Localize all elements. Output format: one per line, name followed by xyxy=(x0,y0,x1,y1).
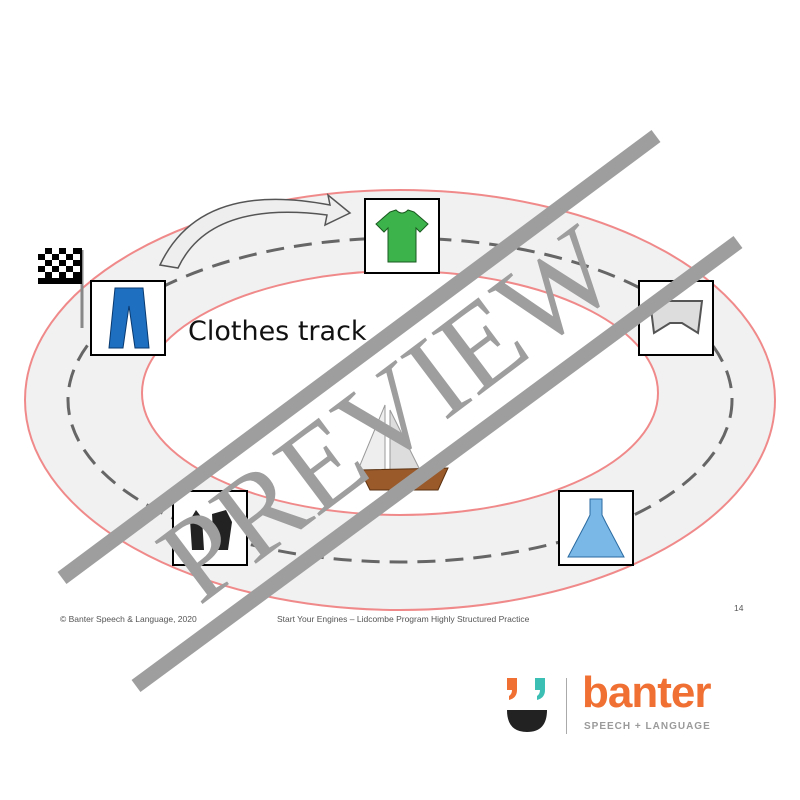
footer-title: Start Your Engines – Lidcombe Program Hi… xyxy=(277,614,530,624)
black-gloves-icon xyxy=(190,510,232,550)
blue-dress-icon xyxy=(567,498,625,558)
card-jeans xyxy=(90,280,166,356)
slide-title: Clothes track xyxy=(188,316,367,347)
copyright-text: © Banter Speech & Language, 2020 xyxy=(60,614,197,624)
logo-tagline: SPEECH + LANGUAGE xyxy=(584,721,711,732)
green-tshirt-icon xyxy=(375,209,429,263)
banter-logo-icon xyxy=(507,678,547,732)
card-gloves xyxy=(172,490,248,566)
page-number: 14 xyxy=(734,603,744,613)
jeans-icon xyxy=(108,287,150,349)
card-dress xyxy=(558,490,634,566)
logo-wordmark: banter xyxy=(582,668,711,717)
logo-divider xyxy=(566,678,567,734)
card-underpants xyxy=(638,280,714,356)
card-tshirt xyxy=(364,198,440,274)
underpants-icon xyxy=(648,300,704,335)
